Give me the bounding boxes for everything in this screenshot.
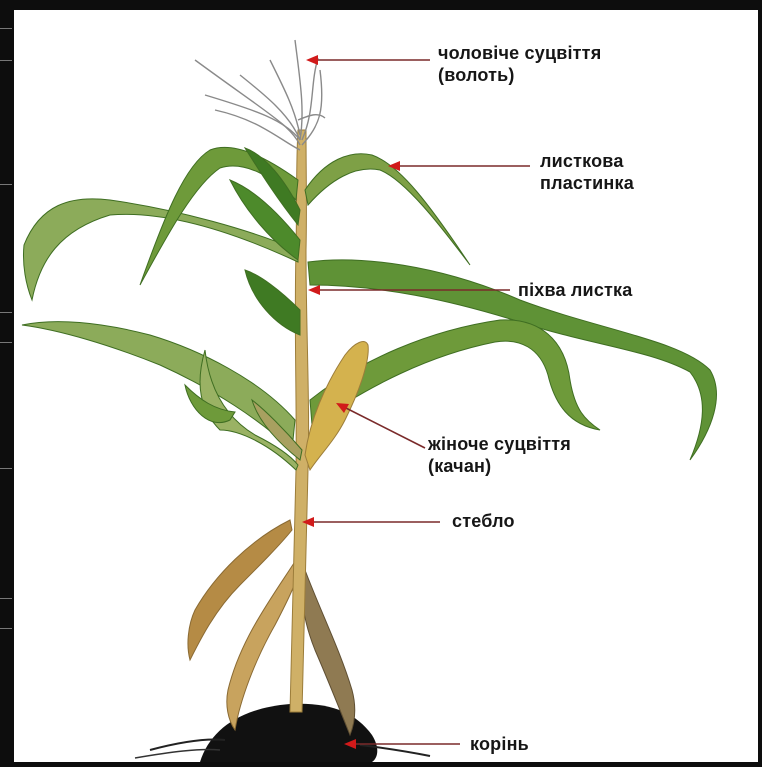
leaf-sheath-arrowhead (308, 285, 320, 295)
root-mass (135, 704, 430, 762)
diagram-canvas (14, 10, 758, 762)
tassel-label-line2: (волоть) (438, 64, 601, 86)
dried-lower-leaves (188, 520, 355, 735)
ear-label-line2: (качан) (428, 455, 571, 477)
root-label: корінь (470, 733, 529, 755)
tassel-arrowhead (306, 55, 318, 65)
margin-tick (0, 342, 12, 343)
ear-label: жіноче суцвіття (качан) (428, 433, 571, 477)
margin-tick (0, 184, 12, 185)
tassel-label: чоловіче суцвіття (волоть) (438, 42, 601, 86)
leaf-blade-label-line2: пластинка (540, 172, 634, 194)
leaf-blade-label: листкова пластинка (540, 150, 634, 194)
leaf-blade-label-line1: листкова (540, 150, 634, 172)
leaf-sheath-label-line1: піхва листка (518, 279, 632, 301)
ear-label-line1: жіноче суцвіття (428, 433, 571, 455)
corn-plant-illustration (14, 10, 758, 762)
margin-tick (0, 598, 12, 599)
leaves (22, 147, 716, 470)
stem-label: стебло (452, 510, 515, 532)
stem-label-line1: стебло (452, 510, 515, 532)
margin-tick (0, 60, 12, 61)
margin-tick (0, 468, 12, 469)
margin-tick (0, 28, 12, 29)
margin-tick (0, 628, 12, 629)
leaf-sheath-label: піхва листка (518, 279, 632, 301)
margin-tick (0, 312, 12, 313)
root-label-line1: корінь (470, 733, 529, 755)
ear-arrow-line (340, 405, 425, 448)
tassel-label-line1: чоловіче суцвіття (438, 42, 601, 64)
